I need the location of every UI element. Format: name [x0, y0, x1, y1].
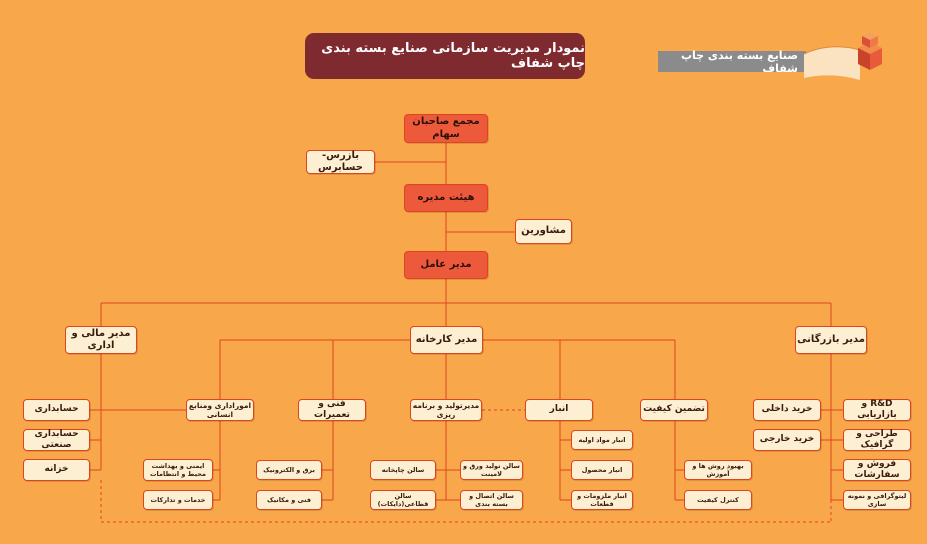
design-graphics-node: طراحی و گرافیک	[843, 429, 911, 451]
brand-name: صنایع بسته بندی چاپ شفاف	[658, 49, 806, 75]
print-hall-node: سالن چاپخانه	[370, 460, 436, 480]
board-node: هیئت مدیره	[404, 184, 488, 212]
company-logo	[803, 32, 882, 80]
domestic-purchase-node: خرید داخلی	[753, 399, 821, 421]
lamination-hall-node: سالن تولید ورق و لامینت	[460, 460, 523, 480]
foreign-purchase-node: خرید خارجی	[753, 429, 821, 451]
cutting-hall-node: سالن قطاعی(دایکات)	[370, 490, 436, 510]
improvement-training-node: بهبود روش ها و آموزش	[684, 460, 752, 480]
product-warehouse-node: انبار محصول	[571, 460, 633, 480]
accounting-node: حسابداری	[23, 399, 90, 421]
treasury-node: خزانه	[23, 459, 90, 481]
auditor-node: بازرس-حسابرس	[306, 150, 375, 174]
advisors-node: مشاورین	[515, 219, 572, 244]
maintenance-node: فنی و تعمیرات	[298, 399, 366, 421]
raw-material-warehouse-node: انبار مواد اولیه	[571, 430, 633, 450]
shareholders-node: مجمع صاحبان سهام	[404, 114, 488, 143]
finance-manager-node: مدیر مالی و اداری	[65, 326, 137, 354]
chart-title: نمودار مدیریت سازمانی صنایع بسته بندی چا…	[305, 33, 585, 79]
electrical-node: برق و الکترونیک	[256, 460, 322, 480]
lithography-node: لیتوگرافی و نمونه سازی	[843, 490, 911, 510]
mechanical-node: فنی و مکانیک	[256, 490, 322, 510]
sales-orders-node: فروش و سفارشات	[843, 459, 911, 481]
services-node: خدمات و تدارکات	[143, 490, 213, 510]
industrial-accounting-node: حسابداری صنعتی	[23, 429, 90, 451]
production-node: مدیرتولید و برنامه ریزی	[410, 399, 482, 421]
parts-warehouse-node: انبار ملزومات و قطعات	[571, 490, 633, 510]
qa-node: تضمین کیفیت	[640, 399, 708, 421]
packaging-hall-node: سالن اتصال و بسته بندی	[460, 490, 523, 510]
quality-control-node: کنترل کیفیت	[684, 490, 752, 510]
rd-marketing-node: R&D و بازاریابی	[843, 399, 911, 421]
factory-manager-node: مدیر کارخانه	[410, 326, 483, 354]
warehouse-node: انبار	[525, 399, 593, 421]
hse-node: ایمنی و بهداشت محیط و انتظامات	[143, 459, 213, 481]
commerce-manager-node: مدیر بازرگانی	[795, 326, 867, 354]
ceo-node: مدیر عامل	[404, 251, 488, 279]
hr-node: اموراداری ومنابع انسانی	[186, 399, 254, 421]
